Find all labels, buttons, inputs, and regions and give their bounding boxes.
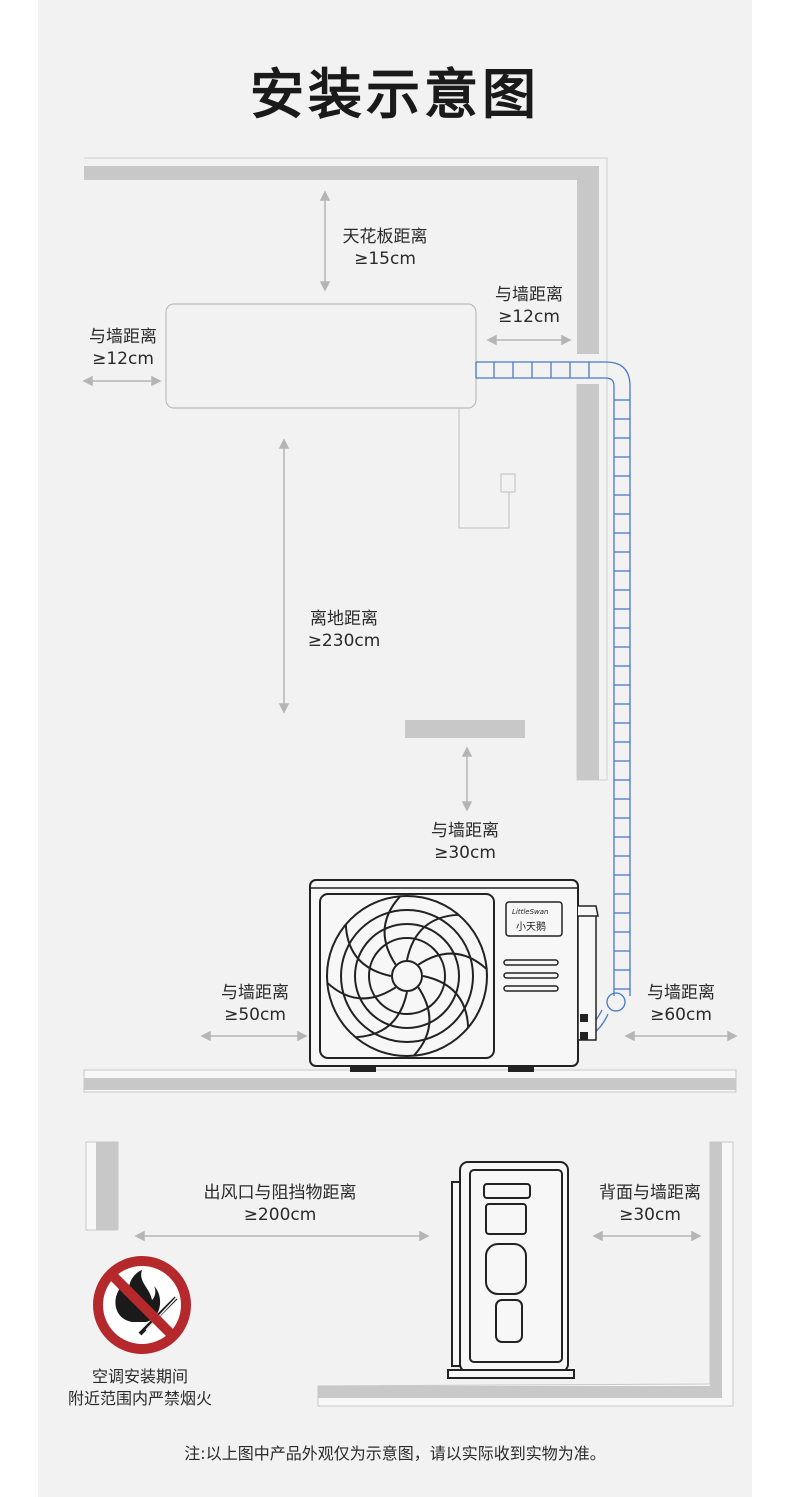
ceiling-wall (84, 157, 608, 781)
ground (83, 1069, 737, 1093)
back-wall-label: 背面与墙距离 ≥30cm (599, 1183, 701, 1225)
outdoor-unit-side-view (447, 1161, 575, 1379)
page-title: 安装示意图 (250, 63, 540, 126)
outdoor-unit: LittleSwan 小天鹅 (309, 879, 599, 1072)
outlet-obstacle-label: 出风口与阻挡物距离 ≥200cm (203, 1183, 357, 1225)
brand-latin: LittleSwan (512, 908, 548, 916)
brand-badge (505, 901, 563, 937)
outdoor-left-wall-label: 与墙距离 ≥50cm (221, 983, 289, 1025)
disclaimer-note: 注:以上图中产品外观仅为示意图，请以实际收到实物为准。 (184, 1444, 606, 1463)
refrigerant-pipe (475, 361, 631, 1037)
indoor-unit (165, 303, 516, 529)
side-wall-left (85, 1141, 119, 1231)
no-fire-icon (93, 1256, 191, 1354)
indoor-right-wall-label: 与墙距离 ≥12cm (495, 285, 563, 327)
back-wall (317, 1141, 734, 1407)
outdoor-top-wall-label: 与墙距离 ≥30cm (431, 821, 499, 863)
upper-wall-segment (405, 720, 525, 738)
indoor-left-wall-label: 与墙距离 ≥12cm (89, 327, 157, 369)
outdoor-right-wall-label: 与墙距离 ≥60cm (647, 983, 715, 1025)
fire-warning-text: 空调安装期间 附近范围内严禁烟火 (67, 1367, 212, 1408)
brand-chinese: 小天鹅 (516, 920, 546, 933)
floor-distance-label: 离地距离 ≥230cm (307, 609, 381, 651)
dimension-arrows (82, 190, 738, 1242)
background-panel (38, 0, 752, 1497)
ceiling-distance-label: 天花板距离 ≥15cm (342, 227, 428, 269)
